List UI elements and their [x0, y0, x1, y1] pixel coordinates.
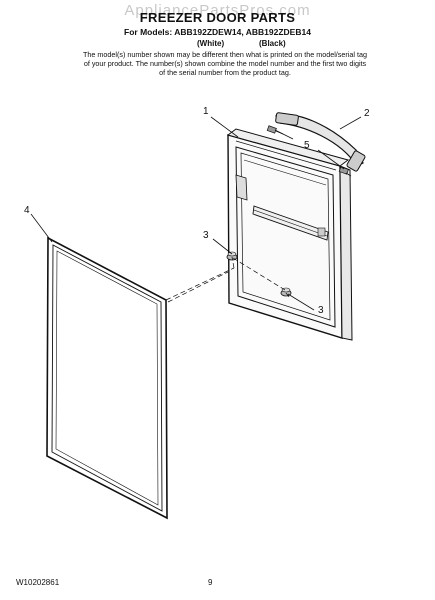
- assembly-lines: [165, 256, 291, 303]
- page-title: FREEZER DOOR PARTS: [0, 10, 435, 25]
- title-text: FREEZER DOOR PARTS: [139, 10, 296, 25]
- leader-lines: [30, 116, 362, 311]
- freezer-door: [226, 128, 353, 341]
- door-gasket: [46, 236, 168, 520]
- door-handle: [275, 112, 366, 172]
- callout-1: 1: [203, 106, 209, 117]
- model-list: For Models: ABB192ZDEW14, ABB192ZDEB14: [124, 27, 311, 37]
- callout-3-bottom: 3: [318, 305, 324, 316]
- watermark: AppliancePartsPros.com: [124, 2, 311, 19]
- color-white-label: (White): [197, 39, 225, 48]
- callout-4: 4: [24, 205, 30, 216]
- callout-2: 2: [364, 108, 370, 119]
- document-number: W10202861: [16, 578, 60, 587]
- page-number: 9: [208, 578, 213, 587]
- model-note: The model(s) number shown may be differe…: [83, 50, 367, 77]
- callout-3-top: 3: [203, 230, 209, 241]
- color-black-label: (Black): [259, 39, 286, 48]
- callout-5: 5: [304, 140, 310, 151]
